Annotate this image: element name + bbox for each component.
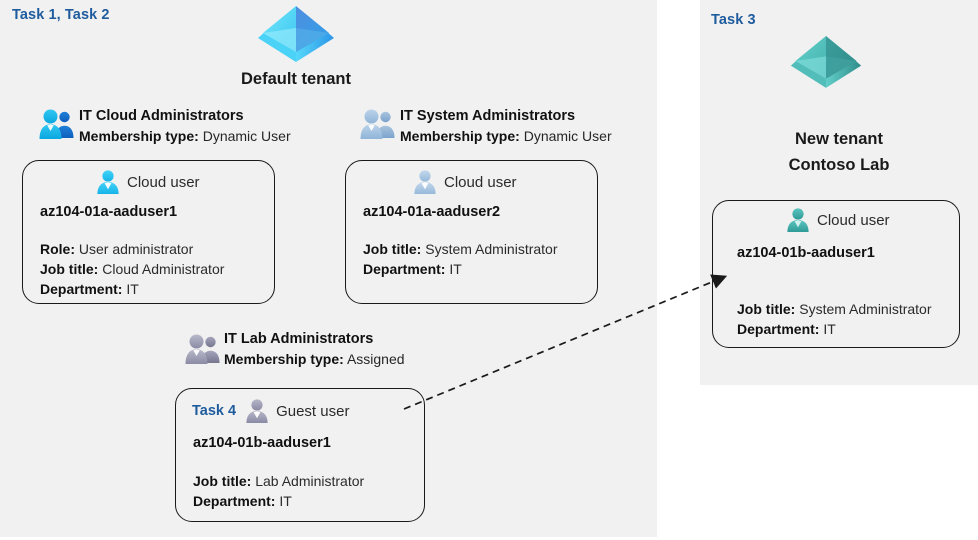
- card-properties: Job title: System Administrator Departme…: [737, 299, 932, 339]
- card-header: Task 4 Guest user: [192, 398, 349, 424]
- cloud-user-icon: [412, 169, 438, 195]
- membership-type-value: Dynamic User: [202, 128, 291, 144]
- task-label-3: Task 3: [711, 12, 756, 28]
- property-label: Department:: [193, 493, 276, 509]
- card-properties: Job title: System Administrator Departme…: [363, 239, 558, 279]
- task-label-1-2: Task 1, Task 2: [12, 7, 110, 23]
- group-name: IT System Administrators: [400, 108, 576, 124]
- user-card-az104-01b-aaduser1-cloud[interactable]: Cloud user az104-01b-aaduser1 Job title:…: [712, 200, 960, 348]
- default-tenant-panel: [0, 0, 657, 537]
- property-value: Lab Administrator: [255, 473, 365, 489]
- user-type-label: Guest user: [276, 402, 350, 420]
- property-label: Job title:: [363, 241, 422, 257]
- group-name: IT Lab Administrators: [224, 331, 374, 347]
- card-username: az104-01a-aaduser1: [40, 204, 178, 220]
- card-property-role: Role: User administrator: [40, 239, 224, 259]
- card-property-job-title: Job title: System Administrator: [737, 299, 932, 319]
- group-users-icon: [38, 108, 76, 140]
- property-value: User administrator: [78, 241, 194, 257]
- card-property-job-title: Job title: Lab Administrator: [193, 471, 364, 491]
- property-label: Department:: [40, 281, 123, 297]
- new-tenant-title-line1: New tenant: [794, 130, 883, 148]
- card-property-department: Department: IT: [363, 259, 558, 279]
- card-property-job-title: Job title: System Administrator: [363, 239, 558, 259]
- azure-tenant-pyramid-icon: [256, 2, 336, 64]
- membership-type-value: Dynamic User: [523, 128, 612, 144]
- card-header: Cloud user: [95, 169, 200, 195]
- property-value: IT: [279, 493, 292, 509]
- card-property-department: Department: IT: [193, 491, 364, 511]
- card-header: Cloud user: [412, 169, 517, 195]
- property-value: System Administrator: [425, 241, 558, 257]
- task-label-4: Task 4: [192, 403, 237, 419]
- membership-type-label: Membership type:: [400, 128, 520, 144]
- guest-user-icon: [244, 398, 270, 424]
- property-value: Cloud Administrator: [102, 261, 225, 277]
- group-membership-type: Membership type: Assigned: [224, 349, 405, 369]
- property-label: Role:: [40, 241, 75, 257]
- group-users-icon: [359, 108, 397, 140]
- user-type-label: Cloud user: [817, 211, 890, 229]
- user-card-az104-01b-aaduser1-guest[interactable]: Task 4 Guest user az104-01b-aaduser1: [175, 388, 425, 522]
- card-property-department: Department: IT: [40, 279, 224, 299]
- card-property-department: Department: IT: [737, 319, 932, 339]
- property-value: IT: [823, 321, 836, 337]
- card-property-job-title: Job title: Cloud Administrator: [40, 259, 224, 279]
- user-type-label: Cloud user: [444, 173, 517, 191]
- card-properties: Job title: Lab Administrator Department:…: [193, 471, 364, 511]
- group-heading-it-lab-administrators: IT Lab Administrators Membership type: A…: [224, 330, 405, 369]
- property-label: Department:: [737, 321, 820, 337]
- membership-type-label: Membership type:: [79, 128, 199, 144]
- card-username: az104-01b-aaduser1: [737, 245, 875, 261]
- cloud-user-icon: [95, 169, 121, 195]
- group-membership-type: Membership type: Dynamic User: [400, 126, 612, 146]
- card-username: az104-01a-aaduser2: [363, 204, 501, 220]
- card-username: az104-01b-aaduser1: [193, 435, 331, 451]
- group-name: IT Cloud Administrators: [79, 108, 244, 124]
- card-properties: Role: User administrator Job title: Clou…: [40, 239, 224, 299]
- membership-type-value: Assigned: [346, 351, 405, 367]
- group-heading-it-cloud-administrators: IT Cloud Administrators Membership type:…: [79, 107, 291, 146]
- property-value: System Administrator: [799, 301, 932, 317]
- group-users-icon: [184, 333, 222, 365]
- card-header: Cloud user: [785, 207, 890, 233]
- user-type-label: Cloud user: [127, 173, 200, 191]
- property-value: IT: [449, 261, 462, 277]
- property-label: Job title:: [193, 473, 252, 489]
- azure-tenant-pyramid-icon: [789, 32, 863, 90]
- property-label: Job title:: [737, 301, 796, 317]
- property-value: IT: [126, 281, 139, 297]
- default-tenant-title: Default tenant: [240, 70, 351, 88]
- user-card-az104-01a-aaduser2[interactable]: Cloud user az104-01a-aaduser2 Job title:…: [345, 160, 598, 304]
- membership-type-label: Membership type:: [224, 351, 344, 367]
- new-tenant-title: New tenant Contoso Lab: [716, 126, 962, 178]
- user-card-az104-01a-aaduser1[interactable]: Cloud user az104-01a-aaduser1 Role: User…: [22, 160, 275, 304]
- group-membership-type: Membership type: Dynamic User: [79, 126, 291, 146]
- property-label: Department:: [363, 261, 446, 277]
- new-tenant-title-line2: Contoso Lab: [788, 156, 890, 174]
- property-label: Job title:: [40, 261, 99, 277]
- group-heading-it-system-administrators: IT System Administrators Membership type…: [400, 107, 612, 146]
- cloud-user-icon: [785, 207, 811, 233]
